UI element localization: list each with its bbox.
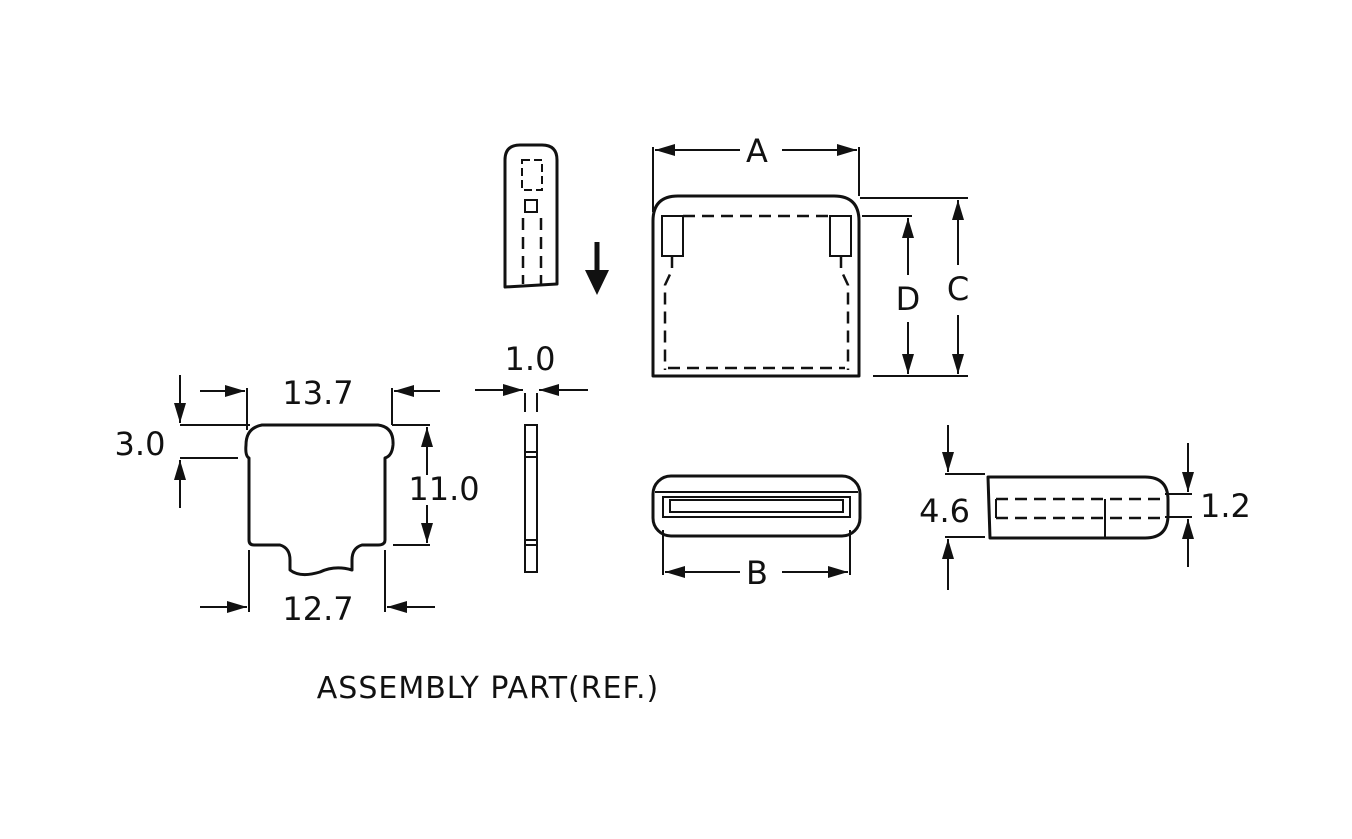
dim-label-13-7: 13.7 <box>282 374 353 412</box>
insert-direction-arrow-icon <box>585 242 609 295</box>
dim-label-11-0: 11.0 <box>408 470 479 508</box>
bottom-view: B <box>651 474 862 592</box>
dim-label-12-7: 12.7 <box>282 590 353 628</box>
dim-label-d: D <box>896 280 921 318</box>
dim-label-1-2: 1.2 <box>1200 487 1251 525</box>
side-view-part <box>503 143 559 289</box>
end-view: 4.6 1.2 <box>919 425 1251 590</box>
caption: ASSEMBLY PART(REF.) <box>317 671 659 706</box>
dim-label-c: C <box>947 270 969 308</box>
dim-label-1-0: 1.0 <box>505 340 556 378</box>
dim-label-a: A <box>746 132 768 170</box>
dim-label-4-6: 4.6 <box>919 492 970 530</box>
front-view: A C D <box>651 132 969 378</box>
dim-label-3-0: 3.0 <box>115 425 166 463</box>
assembly-part: 13.7 3.0 11.0 12.7 1.0 <box>115 340 588 628</box>
dim-label-b: B <box>746 554 768 592</box>
